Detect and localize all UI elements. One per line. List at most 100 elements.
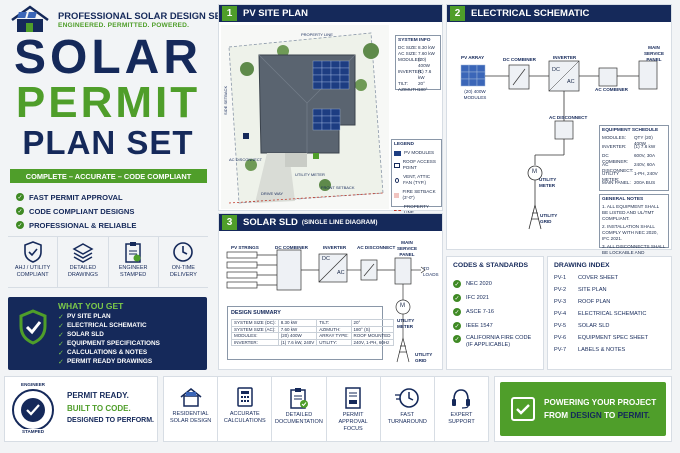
cta-inner[interactable]: POWERING YOUR PROJECT FROM DESIGN TO PER… [500, 382, 666, 436]
check-icon: ✓ [453, 294, 461, 302]
info-row: TILT:20° [398, 81, 425, 86]
check-icon: ✓ [453, 335, 461, 343]
schematic-wiring [460, 60, 658, 230]
hero-ribbon: COMPLETE – ACCURATE – CODE COMPLIANT [10, 169, 207, 183]
utility-grid-label: UTILITY GRID [415, 352, 433, 363]
clipboard-icon [125, 242, 141, 263]
check-icon: ✓ [16, 193, 24, 201]
codes-panel: CODES & STANDARDS ✓NEC 2020 ✓IFC 2021 ✓A… [446, 256, 544, 370]
cta-banner[interactable]: POWERING YOUR PROJECT FROM DESIGN TO PER… [494, 376, 672, 442]
note-item: 1. ALL EQUIPMENT SHALL BE LISTED AND UL/… [602, 204, 660, 221]
section-number: 2 [450, 6, 465, 21]
design-summary-title: DESIGN SUMMARY [231, 310, 281, 316]
info-row: INVERTER:(1) 7.6 kW [398, 69, 432, 80]
codes-title: CODES & STANDARDS [453, 262, 529, 269]
list-item: ✓CALCULATIONS & NOTES [58, 349, 148, 357]
stamp-line-3: DESIGNED TO PERFORM. [67, 417, 154, 424]
equipment-row: INVERTER:(1) 7.6 kW [602, 144, 656, 149]
feature-support: EXPERT SUPPORT [435, 377, 488, 441]
inverter-ac-label: AC [567, 79, 575, 85]
hero-line-permit: PERMIT [15, 78, 201, 127]
utility-meter-label: UTILITY METER [539, 177, 557, 188]
info-row: MODULES:(20) 400W [398, 57, 431, 68]
drawing-index-title: DRAWING INDEX [554, 262, 610, 269]
stamp-line-1: PERMIT READY. [67, 391, 129, 400]
check-icon: ✓ [58, 358, 64, 366]
code-item: ✓IEEE 1547 [453, 322, 493, 330]
feature-calculations: ACCURATE CALCULATIONS [218, 377, 273, 441]
main-panel-label: MAIN SERVICE PANEL [643, 45, 665, 62]
company-tagline: ENGINEERED. PERMITTED. POWERED. [58, 22, 190, 29]
stamp-text-bottom: STAMPED [17, 429, 49, 434]
property-line-icon [394, 209, 401, 211]
inverter-label: INVERTER [553, 55, 577, 60]
what-you-get-box: WHAT YOU GET ✓PV SITE PLAN ✓ELECTRICAL S… [8, 297, 207, 370]
document-check-icon [290, 388, 308, 409]
headset-icon [452, 389, 471, 409]
info-row: AZIMUTH:180° [398, 87, 428, 92]
badge-ontime: ON-TIME DELIVERY [159, 237, 208, 287]
equipment-schedule-title: EQUIPMENT SCHEDULE [602, 128, 659, 133]
bullet-item: ✓ PROFESSIONAL & RELIABLE [16, 220, 137, 230]
modules-label: (20) 400W MODULES [463, 89, 487, 100]
legend-item: PROPERTY LINE [394, 204, 439, 216]
sld-title: SOLAR SLD [243, 217, 298, 228]
cta-line-1: POWERING YOUR PROJECT [544, 398, 657, 407]
features-strip: RESIDENTIAL SOLAR DESIGN ACCURATE CALCUL… [163, 376, 489, 442]
equipment-row: MAIN PANEL:200A BUS [602, 180, 656, 185]
meter-symbol-label: M [400, 303, 405, 309]
ac-combiner-label: AC COMBINER [595, 87, 628, 92]
legend-box: LEGEND PV MODULES ROOF ACCESS POINT VENT… [391, 139, 442, 215]
schematic-header: 2 ELECTRICAL SCHEMATIC [447, 5, 671, 22]
legend-item: VENT, ATTIC FAN (TYP.) [394, 174, 439, 186]
shield-check-icon [19, 309, 47, 345]
badge-strip: AHJ / UTILITY COMPLIANT DETAILED DRAWING… [8, 236, 208, 288]
site-plan-title: PV SITE PLAN [243, 8, 308, 19]
dc-combiner-label: DC COMBINER [275, 245, 308, 250]
check-icon: ✓ [58, 313, 64, 321]
hero-ribbon-text: COMPLETE – ACCURATE – CODE COMPLIANT [25, 171, 192, 181]
cta-line-2: FROM DESIGN TO PERMIT. [544, 411, 650, 420]
section-number: 1 [222, 6, 237, 21]
label-driveway: DRIVE WAY [261, 191, 284, 196]
equipment-row: DC COMBINER:600V, 30A [602, 153, 656, 164]
hero-line-planset: PLAN SET [22, 124, 194, 161]
feature-documentation: DETAILED DOCUMENTATION [272, 377, 327, 441]
note-item: 2. INSTALLATION SHALL COMPLY WITH NEC 20… [602, 224, 658, 241]
list-item: ✓PV SITE PLAN [58, 313, 111, 321]
what-you-get-list: ✓PV SITE PLAN ✓ELECTRICAL SCHEMATIC ✓SOL… [58, 312, 160, 366]
inverter-dc-label: DC [552, 67, 560, 73]
check-square-icon [511, 397, 535, 421]
list-item: ✓ELECTRICAL SCHEMATIC [58, 322, 147, 330]
badge-stamped: ENGINEER STAMPED [109, 237, 159, 287]
vent-icon [395, 177, 400, 183]
info-row: AC SIZE:7.60 kW [398, 51, 435, 56]
ac-disconnect-label: AC DISCONNECT [549, 115, 588, 120]
badge-drawings: DETAILED DRAWINGS [58, 237, 109, 287]
legend-item: FIRE SETBACK (3'-0") [394, 189, 439, 201]
bullet-item: ✓ CODE COMPLIANT DESIGNS [16, 206, 135, 216]
bullet-item: ✓ FAST PERMIT APPROVAL [16, 192, 123, 202]
hero-line-solar: SOLAR [14, 31, 202, 84]
check-icon: ✓ [16, 221, 24, 229]
badge-ahj: AHJ / UTILITY COMPLIANT [8, 237, 59, 287]
section-number: 3 [222, 215, 237, 230]
label-front-setback: FRONT SETBACK [321, 185, 355, 190]
equipment-row: UTILITY METER:1-PH, 240V [602, 171, 658, 182]
general-notes-box: GENERAL NOTES 1. ALL EQUIPMENT SHALL BE … [599, 194, 669, 261]
check-icon: ✓ [58, 349, 64, 357]
label-ac-disconnect: AC DISCONNECT [229, 157, 263, 162]
roof-access-icon [394, 162, 400, 168]
site-plan-header: 1 PV SITE PLAN [219, 5, 442, 22]
house-solar-logo-icon [11, 5, 49, 32]
utility-meter-label: UTILITY METER [397, 318, 415, 329]
stamp-text-top: ENGINEER [17, 382, 49, 387]
site-plan-panel: 1 PV SITE PLAN PROPERTY LINE SIDE SETBAC… [218, 4, 443, 215]
sld-panel: 3 SOLAR SLD (SINGLE LINE DIAGRAM) PV STR… [218, 213, 443, 370]
